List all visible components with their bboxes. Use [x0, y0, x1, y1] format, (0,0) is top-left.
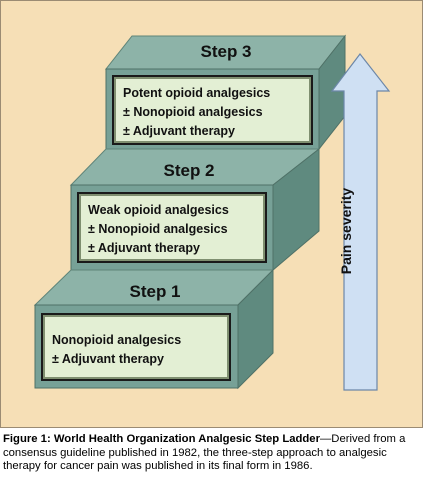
step-3-line-3: ± Adjuvant therapy	[123, 124, 235, 138]
step-1-line-2: ± Adjuvant therapy	[52, 352, 164, 366]
step-2-side-face	[272, 147, 320, 272]
step-1-side-face	[237, 268, 274, 390]
caption-text: —Derived from a consensus guideline publ…	[3, 433, 406, 472]
step-3-line-2: ± Nonopioid analgesics	[123, 105, 263, 119]
step-3-box: Potent opioid analgesics ± Nonopioid ana…	[112, 75, 313, 145]
step-2-line-1: Weak opioid analgesics	[88, 203, 229, 217]
step-3-heading: Step 3	[200, 42, 252, 61]
step-1-box: Nonopioid analgesics ± Adjuvant therapy	[41, 313, 231, 381]
step-2-heading: Step 2	[163, 161, 215, 180]
pain-severity-arrow	[330, 53, 391, 391]
step-2-box: Weak opioid analgesics ± Nonopioid analg…	[77, 192, 267, 263]
step-1-heading: Step 1	[129, 282, 181, 301]
figure-panel: Step 3 Potent opioid analgesics ± Nonopi…	[0, 0, 423, 428]
step-3-line-1: Potent opioid analgesics	[123, 86, 271, 100]
pain-severity-label: Pain severity	[338, 187, 354, 275]
caption-title: Figure 1: World Health Organization Anal…	[3, 433, 320, 445]
step-1-line-1: Nonopioid analgesics	[52, 333, 182, 347]
figure-caption: Figure 1: World Health Organization Anal…	[3, 433, 423, 474]
step-2-line-3: ± Adjuvant therapy	[88, 241, 200, 255]
step-2-line-2: ± Nonopioid analgesics	[88, 222, 228, 236]
